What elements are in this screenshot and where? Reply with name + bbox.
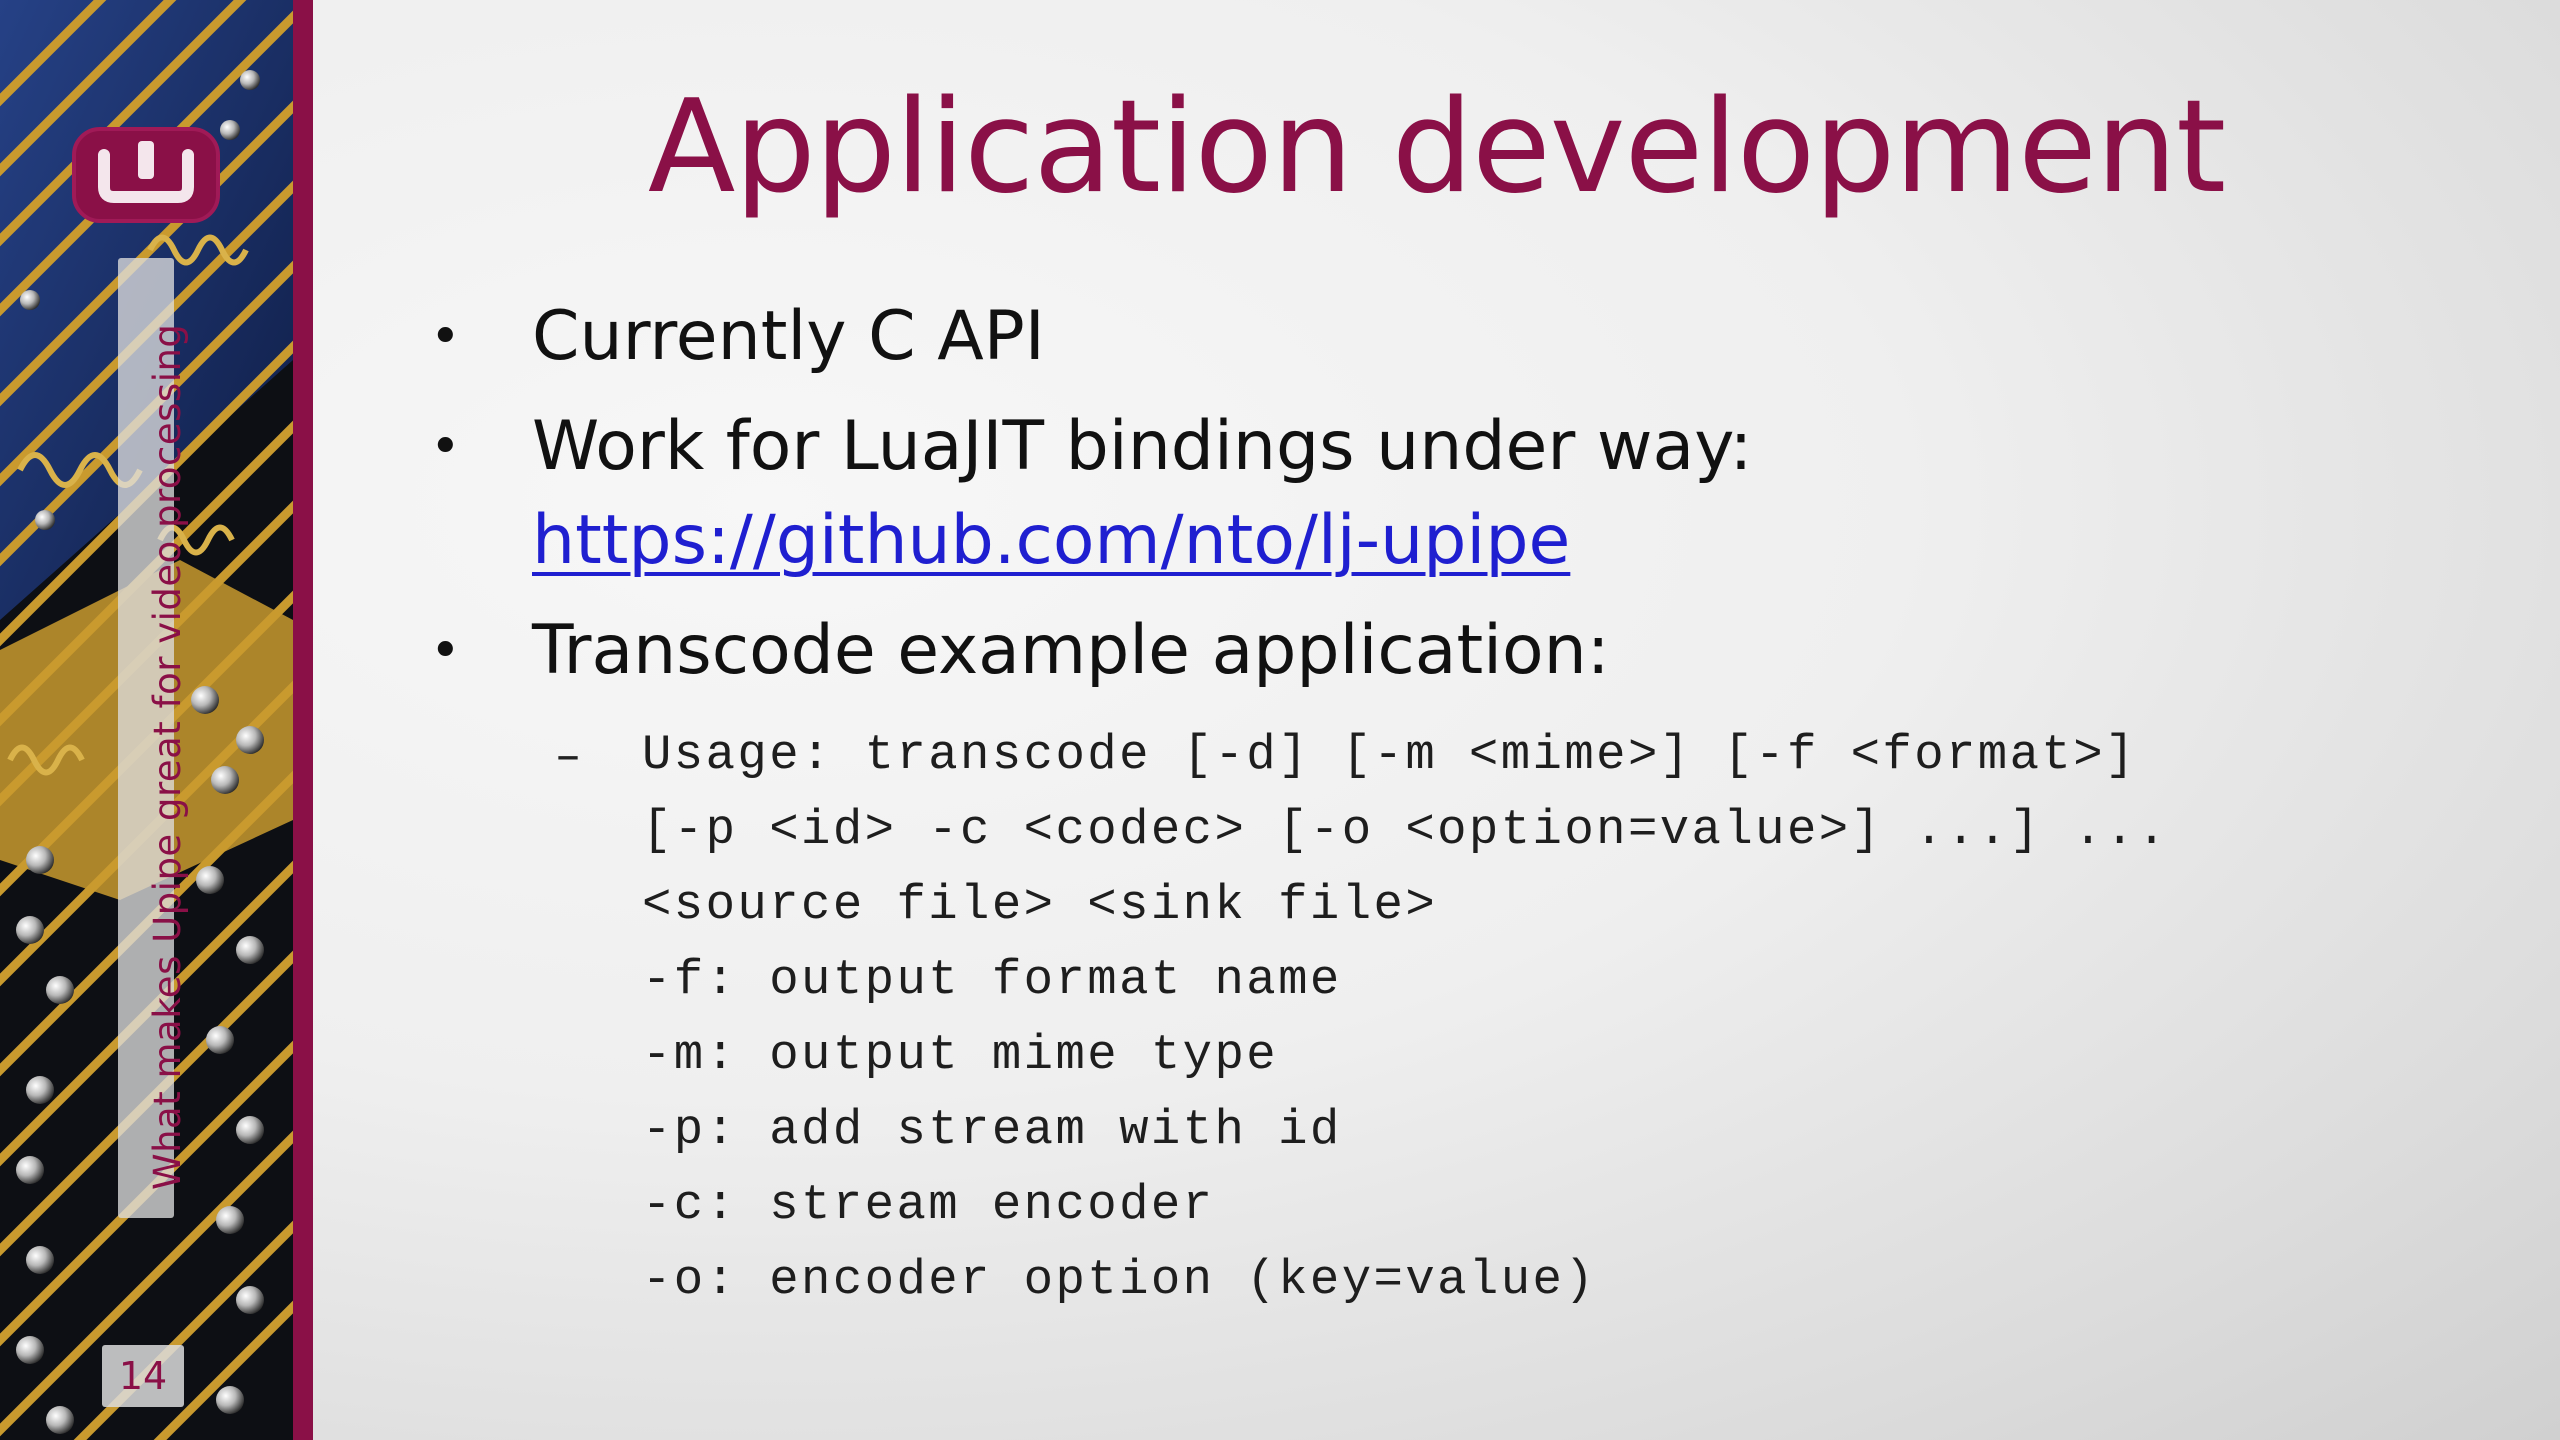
usage-code-block: – Usage: transcode [-d] [-m <mime>] [-f … bbox=[556, 718, 2456, 1318]
sidebar-divider bbox=[293, 0, 313, 1440]
caption-strip bbox=[118, 258, 174, 1218]
code-line: <source file> <sink file> bbox=[642, 877, 1438, 933]
code-line: -p: add stream with id bbox=[642, 1102, 1342, 1158]
code-line: -c: stream encoder bbox=[642, 1177, 1215, 1233]
bullet-icon: • bbox=[430, 307, 461, 367]
bullet-text: Currently C API bbox=[532, 297, 1045, 376]
bullet-text: Work for LuaJIT bindings under way: bbox=[532, 407, 1753, 486]
page-number-box bbox=[102, 1345, 184, 1407]
code-line: -f: output format name bbox=[642, 952, 1342, 1008]
bullet-item: • Work for LuaJIT bindings under way: ht… bbox=[430, 400, 2380, 588]
sub-bullet-icon: – bbox=[556, 727, 580, 783]
code-line: -m: output mime type bbox=[642, 1027, 1279, 1083]
github-link[interactable]: https://github.com/nto/lj-upipe bbox=[532, 501, 1571, 580]
bullet-icon: • bbox=[430, 621, 461, 681]
bullet-list: • Currently C API • Work for LuaJIT bind… bbox=[430, 290, 2380, 714]
upipe-logo-icon bbox=[72, 127, 220, 223]
bullet-icon: • bbox=[430, 417, 461, 477]
code-line: -o: encoder option (key=value) bbox=[642, 1252, 1597, 1308]
code-line: Usage: transcode [-d] [-m <mime>] [-f <f… bbox=[642, 727, 2137, 783]
sidebar-decoration: What makes Upipe great for video process… bbox=[0, 0, 293, 1440]
page-number: 14 bbox=[118, 1354, 168, 1398]
sidebar-caption: What makes Upipe great for video process… bbox=[146, 323, 189, 1190]
bullet-item: • Currently C API bbox=[430, 290, 2380, 384]
slide-title: Application development bbox=[647, 73, 2226, 222]
bullet-item: • Transcode example application: bbox=[430, 604, 2380, 698]
code-line: [-p <id> -c <codec> [-o <option=value>] … bbox=[642, 802, 2169, 858]
bullet-text: Transcode example application: bbox=[532, 611, 1610, 690]
